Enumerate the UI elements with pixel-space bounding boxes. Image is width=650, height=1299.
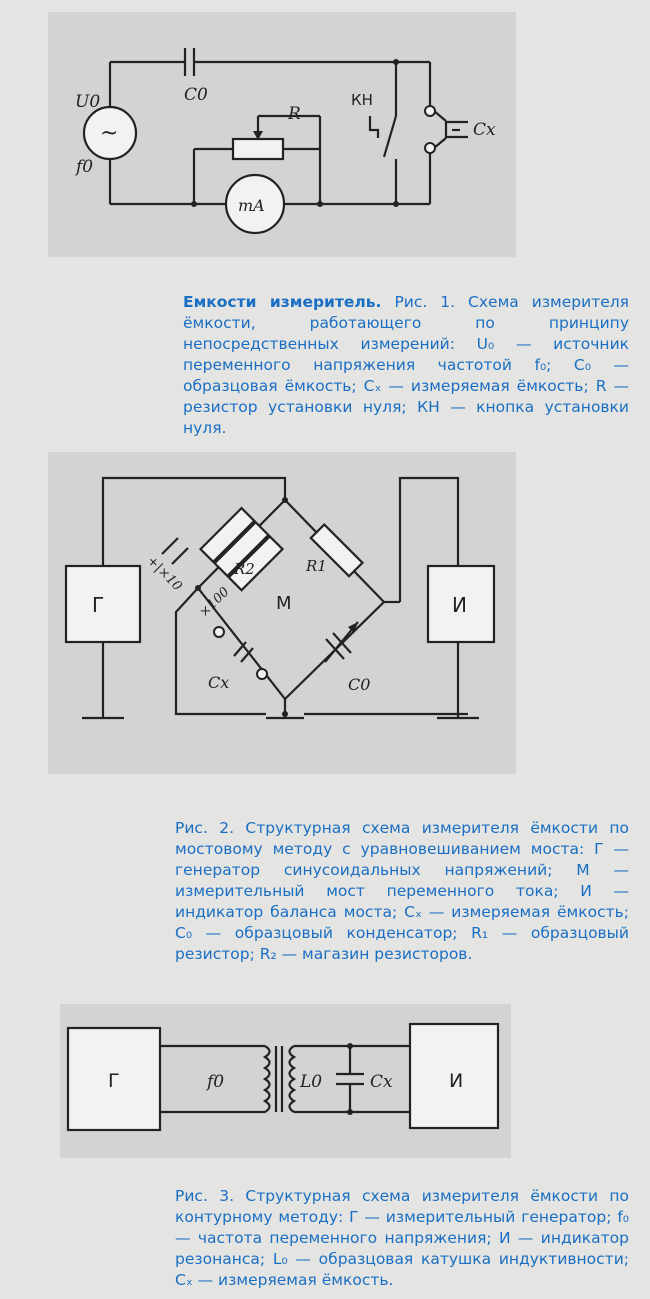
label-r: R (287, 104, 301, 124)
label-cx: Cx (370, 1072, 393, 1092)
label-generator: Г (92, 593, 104, 617)
generator-block (66, 1026, 162, 1132)
figure-3-circuit: Г f0 L0 Cx И (66, 1022, 500, 1132)
label-x100: ×100 (197, 585, 233, 621)
figure-1-circuit: U0 f0 C0 R КН Cx mA ~ (74, 48, 496, 235)
ac-source-icon (82, 105, 138, 161)
label-c0: C0 (184, 85, 208, 105)
label-generator: Г (108, 1070, 120, 1092)
resistor-r1-icon (309, 522, 365, 578)
label-kn: КН (351, 91, 373, 109)
indicator-block (408, 1022, 500, 1130)
label-indicator: И (449, 1070, 463, 1092)
label-c0: C0 (348, 675, 370, 694)
label-x10: +|×10 (144, 553, 185, 594)
figure-3-panel: Г f0 L0 Cx И (60, 1004, 511, 1158)
label-cx: Cx (473, 120, 496, 140)
figure-2-caption: Рис. 2. Структурная схема измерителя ёмк… (175, 818, 629, 965)
figure-3-caption: Рис. 3. Структурная схема измерителя ёмк… (175, 1186, 629, 1291)
terminal-icon (424, 105, 436, 117)
label-bridge: М (276, 593, 292, 614)
label-r1: R1 (305, 557, 327, 575)
ammeter-icon (224, 173, 286, 235)
figure-2-circuit: Г И М R1 R2 +|×10 ×100 Cx C0 (64, 476, 496, 720)
label-source-tilde: ~ (100, 121, 118, 146)
generator-block (64, 564, 142, 644)
label-r2: R2 (233, 560, 255, 578)
label-f0: f0 (205, 1072, 224, 1092)
figure-2-panel: Г И М R1 R2 +|×10 ×100 Cx C0 (48, 452, 516, 774)
label-indicator: И (452, 593, 467, 617)
resistor-r2-magazine-icon (198, 506, 285, 592)
figure-1-caption: Емкости измеритель. Рис. 1. Схема измери… (183, 292, 629, 439)
label-l0: L0 (299, 1072, 322, 1092)
indicator-block (426, 564, 496, 644)
caption-2-text: Рис. 2. Структурная схема измерителя ёмк… (175, 819, 629, 963)
terminal-icon (256, 668, 268, 680)
caption-1-title: Емкости измеритель. (183, 293, 382, 311)
figure-1-panel: U0 f0 C0 R КН Cx mA ~ (48, 12, 516, 257)
caption-3-text: Рис. 3. Структурная схема измерителя ёмк… (175, 1187, 629, 1289)
caption-1-text: Рис. 1. Схема измерителя ёмкости, работа… (183, 293, 629, 437)
label-ma: mA (238, 196, 265, 215)
label-cx: Cx (208, 673, 229, 692)
terminal-icon (213, 626, 225, 638)
resistor-r-icon (231, 137, 285, 161)
label-u0: U0 (75, 92, 100, 112)
terminal-icon (424, 142, 436, 154)
label-f0: f0 (74, 157, 93, 177)
